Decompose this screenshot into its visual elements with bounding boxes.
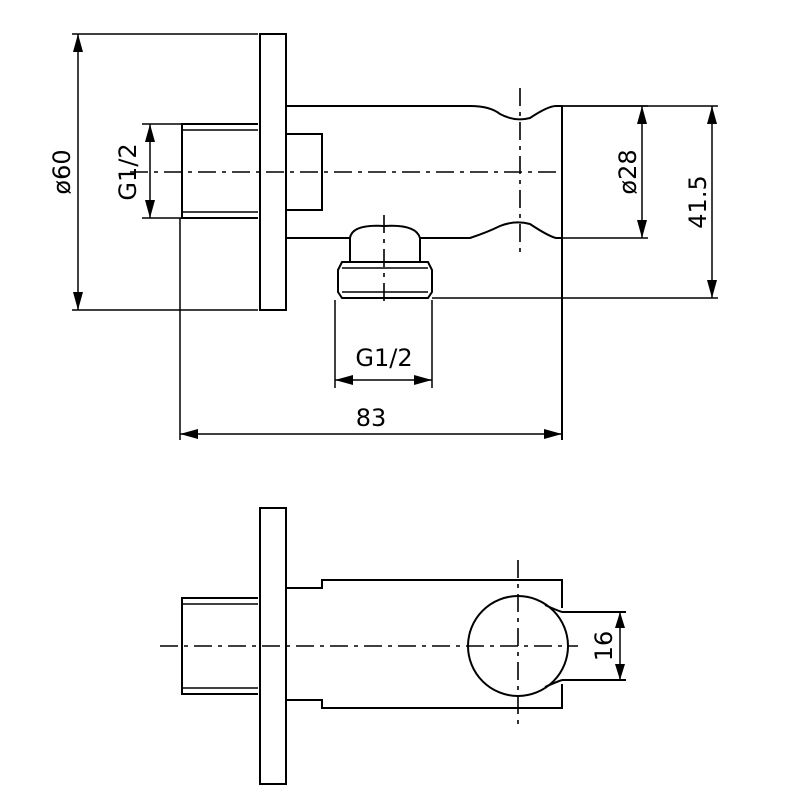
label-holder-diameter: ø28 [614, 149, 642, 194]
dimension-holder-diameter: ø28 [562, 105, 648, 239]
dimension-inlet-thread: G1/2 [114, 123, 182, 219]
plan-ring-top-join [544, 604, 563, 613]
plan-ring-bottom-join [544, 679, 563, 688]
flange-boss [286, 133, 323, 211]
label-flange-diameter: ø60 [48, 149, 76, 194]
plan-body-bottom [286, 684, 563, 709]
top-view: ø60 G1/2 ø28 41.5 [48, 33, 718, 440]
plan-inlet-thread-lines [182, 603, 258, 689]
label-holder-opening: 16 [590, 631, 618, 662]
dimension-outlet-thread: G1/2 [334, 300, 433, 388]
dimension-holder-opening: 16 [590, 612, 625, 680]
outlet-neck [349, 224, 421, 262]
label-holder-height: 41.5 [684, 175, 712, 228]
bottom-view: 16 [160, 507, 626, 785]
label-overall-length: 83 [356, 404, 387, 432]
dimension-holder-height: 41.5 [432, 105, 718, 299]
label-inlet-thread: G1/2 [114, 143, 142, 200]
dimension-overall-length: 83 [179, 218, 562, 440]
dimension-flange-diameter: ø60 [48, 33, 258, 311]
plan-body-top [286, 579, 563, 608]
outlet-nut [337, 261, 433, 299]
outlet-nut-lines [342, 267, 428, 293]
plan-inlet-thread [181, 597, 258, 695]
holder-top-edge [286, 105, 562, 121]
inlet-thread-lines [182, 129, 258, 213]
inlet-thread [181, 123, 258, 219]
holder-bottom-edge-right [420, 221, 562, 239]
label-outlet-thread: G1/2 [355, 344, 412, 372]
